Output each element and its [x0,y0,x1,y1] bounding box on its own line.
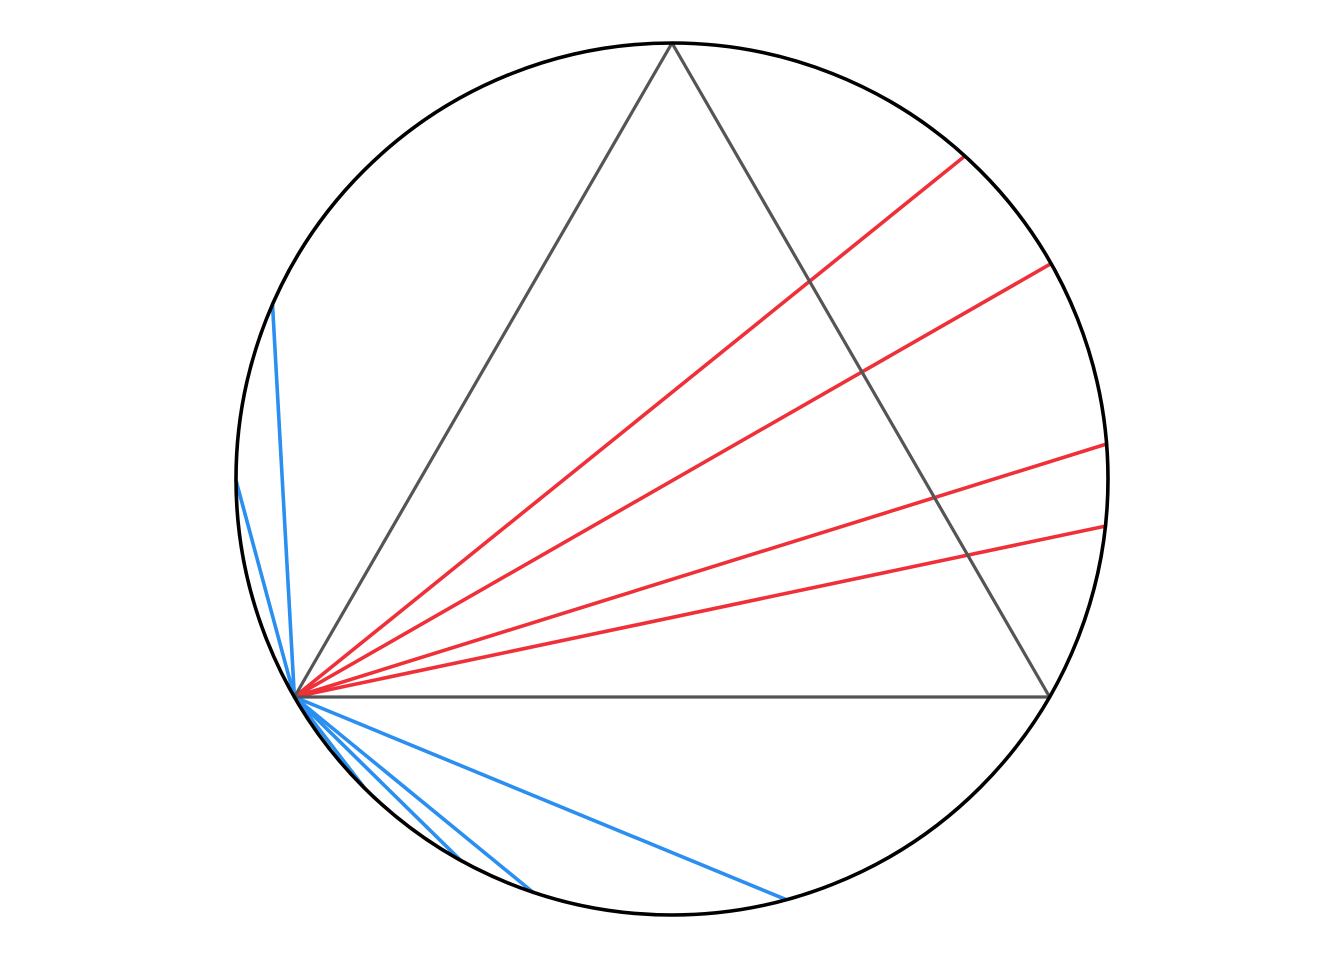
short-chord-1 [270,302,297,699]
short-chord-4 [292,695,535,895]
long-chord-1 [292,154,967,699]
short-chord-5 [292,695,463,863]
inscribed-equilateral-triangle [292,41,1052,699]
long-chord-2 [292,261,1053,699]
short-chord-3 [292,695,789,902]
short-chords-group [234,302,789,902]
circle [234,41,1110,917]
long-chord-3 [292,442,1109,699]
short-chord-2 [234,478,297,699]
long-chords-group [292,154,1109,699]
short-chord-6 [292,695,367,791]
long-chord-4 [292,524,1108,699]
